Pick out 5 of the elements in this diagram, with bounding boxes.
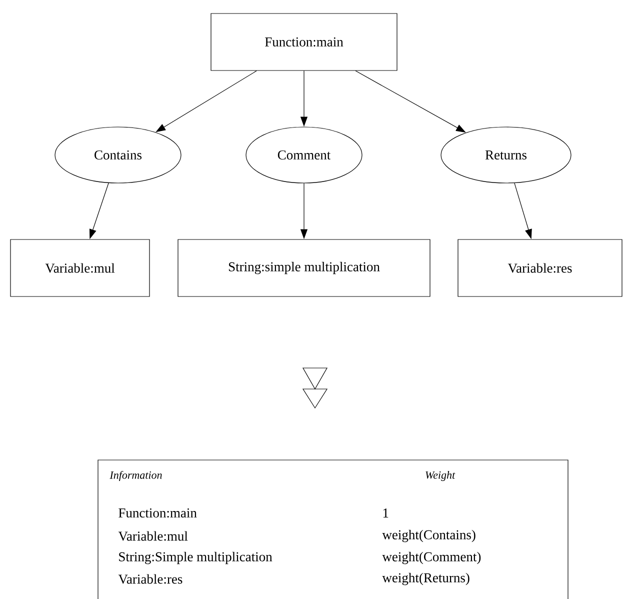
process-box: Variable:mul <box>10 239 150 297</box>
process-box: Function:main <box>210 13 398 71</box>
process-box: String:simple multiplication <box>178 239 430 297</box>
process-box: Variable:res <box>458 239 622 297</box>
weight-table: Information Weight Function:main 1 Variable:mul weight(Contains) String:Simple multiplication weight(Comment) Variable:res weight(Returns) <box>98 460 568 599</box>
